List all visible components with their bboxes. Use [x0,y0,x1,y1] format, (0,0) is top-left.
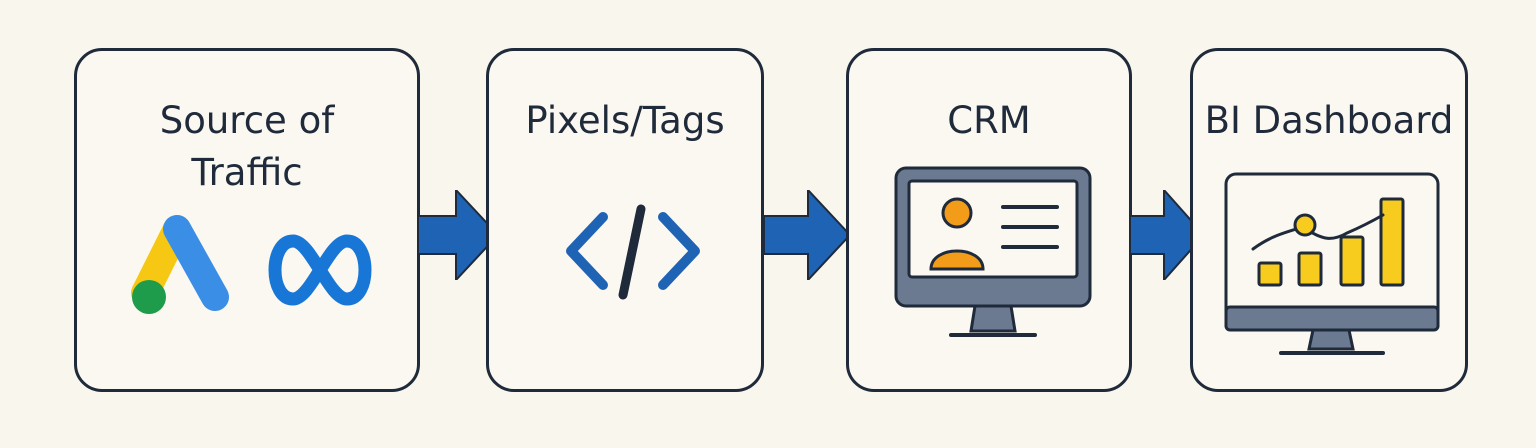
flow-arrow-1 [418,190,500,280]
google-ads-icon [131,215,229,314]
node-source-of-traffic: Source of Traffic [74,48,420,392]
node-title-line-2: Traffic [191,151,303,194]
flow-arrow-2 [764,190,852,280]
node-title: Pixels/Tags [525,99,725,142]
chart-bar [1339,235,1365,287]
flow-arrow-3 [1130,190,1206,280]
node-pixels-tags: Pixels/Tags [486,48,764,392]
node-bi-dashboard: BI Dashboard [1190,48,1468,392]
crm-monitor-icon [894,166,1092,337]
meta-icon [268,234,372,306]
dashboard-monitor-icon [1224,172,1440,355]
trend-point [1293,213,1317,237]
user-avatar-icon [941,197,973,229]
node-title: BI Dashboard [1204,99,1454,142]
node-title-line-1: Source of [159,99,335,142]
code-icon [566,204,700,300]
node-crm: CRM [846,48,1132,392]
chart-bar [1257,261,1283,287]
chart-bar [1379,197,1405,287]
chart-bar [1297,251,1323,287]
node-title: CRM [947,99,1031,142]
node-title: Source of Traffic [77,95,417,199]
